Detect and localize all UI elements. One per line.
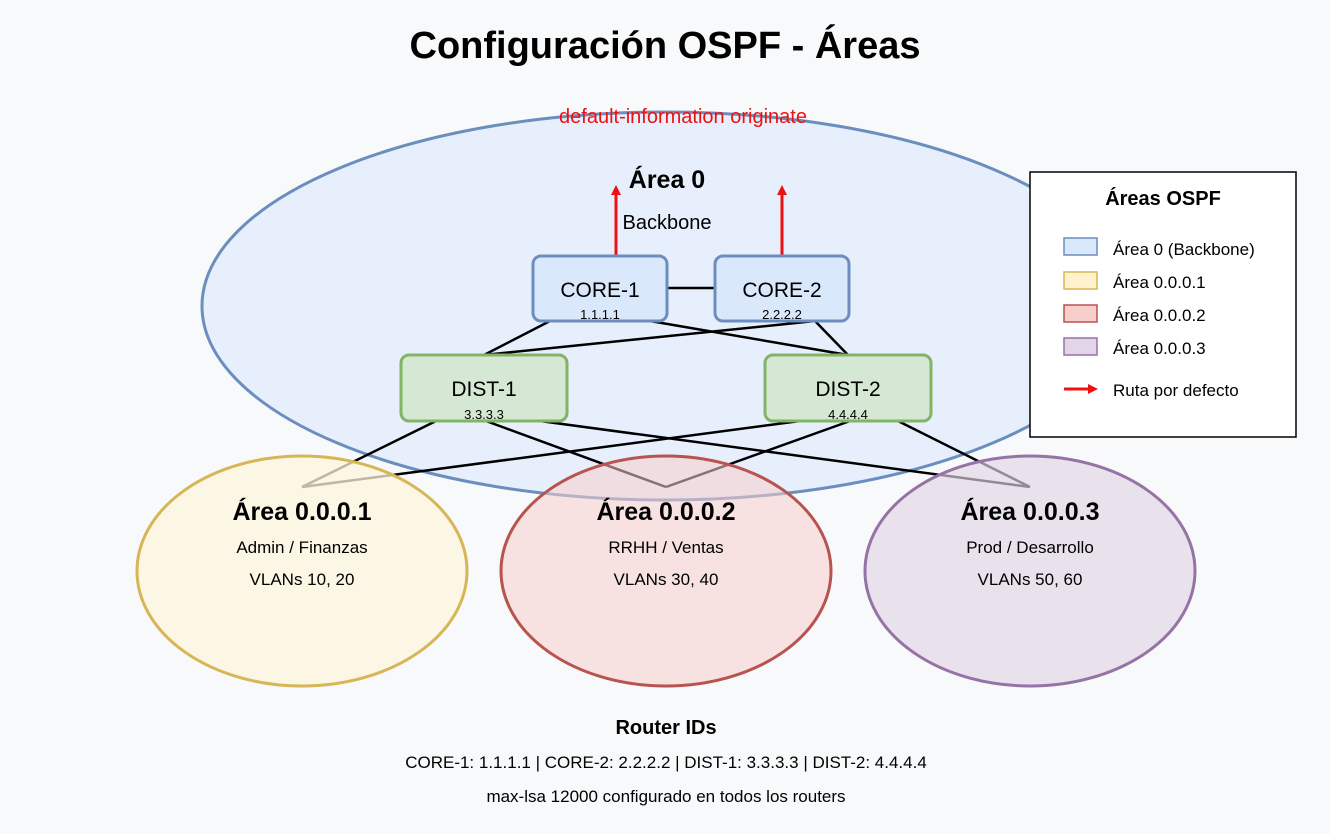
link-core1-dist2 <box>649 319 849 357</box>
legend-swatch-area-1 <box>1063 271 1098 290</box>
legend-title: Áreas OSPF <box>1105 187 1221 210</box>
router-id: 2.2.2.2 <box>762 307 802 322</box>
backbone-area-title: Área 0 <box>629 165 705 194</box>
area-description: Admin / Finanzas <box>236 538 367 557</box>
router-id: 1.1.1.1 <box>580 307 620 322</box>
legend-label-area-0: Área 0 (Backbone) <box>1113 240 1255 259</box>
router-label: CORE-1 <box>560 279 639 302</box>
area-0-0-0-2: Área 0.0.0.2 RRHH / Ventas VLANs 30, 40 <box>499 454 833 688</box>
area-0-0-0-1: Área 0.0.0.1 Admin / Finanzas VLANs 10, … <box>135 454 469 688</box>
page-title: Configuración OSPF - Áreas <box>410 23 921 67</box>
area-vlans: VLANs 30, 40 <box>614 570 719 589</box>
area-vlans: VLANs 50, 60 <box>978 570 1083 589</box>
router-dist-2[interactable]: DIST-2 4.4.4.4 <box>763 353 933 423</box>
area-ellipse <box>863 454 1197 688</box>
area-0-0-0-3: Área 0.0.0.3 Prod / Desarrollo VLANs 50,… <box>863 454 1197 688</box>
area-title: Área 0.0.0.3 <box>961 497 1100 526</box>
router-ids-list: CORE-1: 1.1.1.1 | CORE-2: 2.2.2.2 | DIST… <box>405 753 927 772</box>
router-box <box>531 254 669 323</box>
default-route-note: default-information originate <box>559 106 807 128</box>
backbone-area-subtitle: Backbone <box>623 212 712 234</box>
area-title: Área 0.0.0.2 <box>597 497 736 526</box>
router-ids-title: Router IDs <box>615 717 716 739</box>
area-ellipse <box>135 454 469 688</box>
router-box <box>399 353 569 423</box>
router-core-1[interactable]: CORE-1 1.1.1.1 <box>531 254 669 323</box>
legend-label-area-2: Área 0.0.0.2 <box>1113 306 1206 325</box>
link-core2-dist1 <box>483 319 816 357</box>
router-label: CORE-2 <box>742 279 821 302</box>
router-label: DIST-1 <box>451 378 516 401</box>
legend-swatch-area-2 <box>1063 304 1098 323</box>
area-title: Área 0.0.0.1 <box>233 497 372 526</box>
router-dist-1[interactable]: DIST-1 3.3.3.3 <box>399 353 569 423</box>
router-label: DIST-2 <box>815 378 880 401</box>
area-description: RRHH / Ventas <box>608 538 723 557</box>
area-vlans: VLANs 10, 20 <box>250 570 355 589</box>
legend-label-area-3: Área 0.0.0.3 <box>1113 339 1206 358</box>
router-id: 4.4.4.4 <box>828 407 868 422</box>
area-description: Prod / Desarrollo <box>966 538 1094 557</box>
router-box <box>713 254 851 323</box>
legend-swatch-area-3 <box>1063 337 1098 356</box>
legend: Áreas OSPF Área 0 (Backbone) Área 0.0.0.… <box>1029 171 1297 438</box>
router-box <box>763 353 933 423</box>
max-lsa-note: max-lsa 12000 configurado en todos los r… <box>486 787 845 806</box>
legend-label-default-route: Ruta por defecto <box>1113 381 1239 400</box>
link-core1-dist1 <box>483 319 551 357</box>
router-core-2[interactable]: CORE-2 2.2.2.2 <box>713 254 851 323</box>
legend-label-area-1: Área 0.0.0.1 <box>1113 273 1206 292</box>
link-core2-dist2 <box>814 320 849 356</box>
area-ellipse <box>499 454 833 688</box>
router-id: 3.3.3.3 <box>464 407 504 422</box>
legend-swatch-area-0 <box>1063 237 1098 256</box>
